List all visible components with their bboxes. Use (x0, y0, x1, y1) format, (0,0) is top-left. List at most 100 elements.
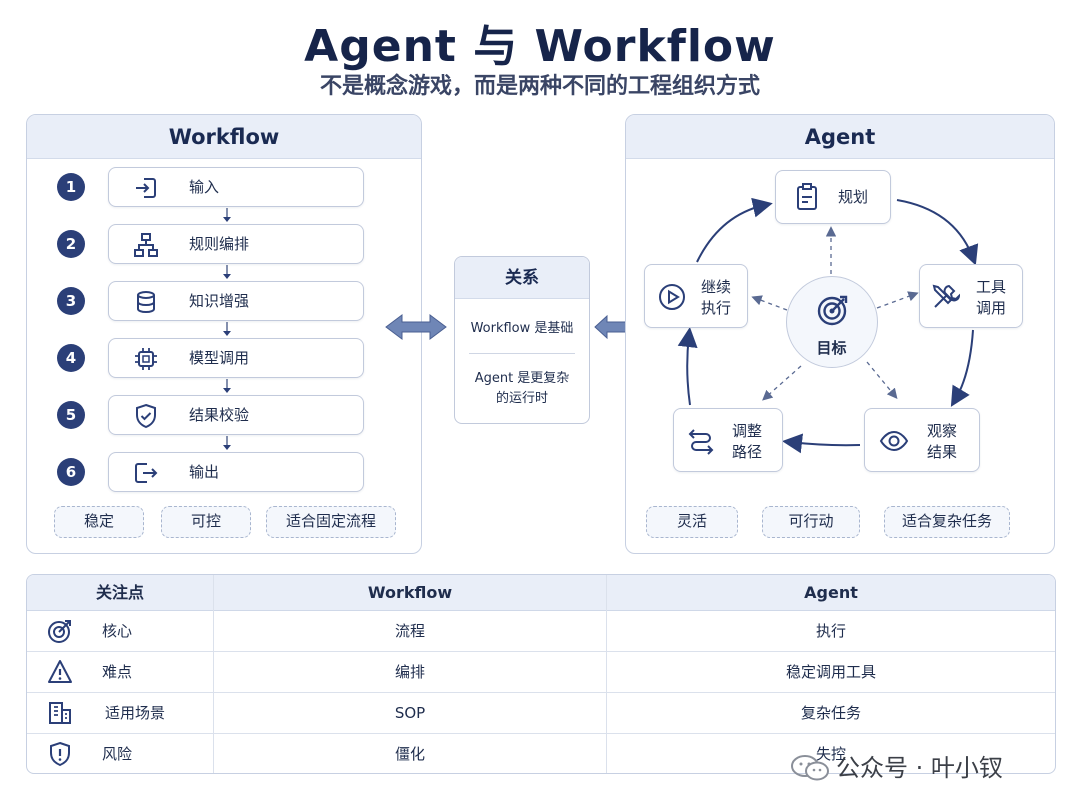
agent-panel-header: Agent (626, 115, 1054, 159)
step-label: 结果校验 (189, 406, 250, 424)
building-icon (49, 702, 71, 724)
relation-header: 关系 (455, 257, 589, 299)
node-label: 工具 (976, 278, 1007, 296)
page-subtitle: 不是概念游戏，而是两种不同的工程组织方式 (319, 74, 760, 99)
eye-icon (879, 430, 909, 452)
relation-line-2: Agent 是更复杂 的运行时 (455, 369, 589, 409)
route-icon (688, 429, 714, 455)
table-cell-focus: 难点 (101, 663, 132, 681)
node-label: 观察 (927, 422, 958, 440)
table-cell-focus: 风险 (101, 745, 132, 763)
node-label: 规划 (838, 188, 869, 206)
table-cell-workflow: 编排 (394, 663, 425, 681)
tools-icon (932, 284, 960, 308)
wechat-logo-icon (791, 755, 829, 781)
shield-check-icon (136, 403, 156, 429)
table-cell-agent: 失控 (815, 745, 846, 763)
step-number: 3 (57, 287, 85, 315)
table-cell-agent: 稳定调用工具 (785, 663, 876, 681)
step-model-call[interactable]: 模型调用 (108, 338, 364, 378)
table-row: 风险 僵化 失控 (27, 734, 1055, 773)
node-label: 路径 (732, 443, 763, 461)
agent-node-observe-result[interactable]: 观察 结果 (864, 408, 980, 472)
warning-icon (48, 660, 72, 683)
workflow-panel-header: Workflow (27, 115, 421, 159)
step-number: 2 (57, 230, 85, 258)
step-rule-orchestration[interactable]: 规则编排 (108, 224, 364, 264)
watermark-text: 公众号 · 叶小钗 (836, 754, 1003, 782)
workflow-tag-fixed-process: 适合固定流程 (266, 506, 396, 538)
agent-goal[interactable]: 目标 (786, 276, 878, 368)
node-label: 调用 (976, 299, 1007, 317)
table-row: 难点 编排 稳定调用工具 (27, 652, 1055, 693)
table-cell-workflow: 流程 (394, 622, 425, 640)
target-icon (817, 295, 848, 326)
step-number: 5 (57, 401, 85, 429)
table-row: 适用场景 SOP 复杂任务 (27, 693, 1055, 734)
agent-tag-actionable: 可行动 (762, 506, 860, 538)
node-label: 调整 (732, 422, 763, 440)
down-arrow-icon (223, 208, 231, 222)
node-label: 继续 (701, 278, 732, 296)
relation-line-1: Workflow 是基础 (470, 321, 574, 336)
agent-node-adjust-path[interactable]: 调整 路径 (673, 408, 783, 472)
table-cell-agent: 执行 (815, 622, 846, 640)
down-arrow-icon (223, 322, 231, 336)
agent-node-plan[interactable]: 规划 (775, 170, 891, 224)
table-header-workflow: Workflow (367, 583, 453, 602)
table-cell-agent: 复杂任务 (800, 704, 861, 722)
node-label: 结果 (927, 443, 958, 461)
step-input[interactable]: 输入 (108, 167, 364, 207)
down-arrow-icon (223, 265, 231, 279)
logout-icon (135, 463, 158, 483)
down-arrow-icon (223, 436, 231, 450)
clipboard-icon (797, 183, 817, 210)
table-header-agent: Agent (804, 583, 858, 602)
step-label: 输出 (189, 463, 220, 481)
database-icon (137, 291, 155, 314)
relation-box: 关系 Workflow 是基础 Agent 是更复杂 的运行时 (454, 256, 590, 424)
step-number: 4 (57, 344, 85, 372)
agent-node-tool-call[interactable]: 工具 调用 (919, 264, 1023, 328)
shield-alert-icon (50, 741, 70, 767)
comparison-table: 关注点 Workflow Agent 核心 流程 执行 难点 编排 稳定调用工具… (26, 574, 1056, 774)
relation-line-2b: 的运行时 (495, 391, 548, 406)
table-header-focus: 关注点 (95, 583, 144, 602)
workflow-tag-controllable: 可控 (161, 506, 251, 538)
table-cell-focus: 适用场景 (104, 704, 165, 722)
step-result-verify[interactable]: 结果校验 (108, 395, 364, 435)
node-label: 执行 (701, 299, 732, 317)
step-label: 模型调用 (189, 349, 250, 367)
workflow-tag-stable: 稳定 (54, 506, 144, 538)
table-cell-workflow: SOP (394, 704, 426, 722)
double-arrow-left-icon (385, 314, 447, 340)
play-icon (659, 284, 685, 310)
step-output[interactable]: 输出 (108, 452, 364, 492)
step-label: 知识增强 (189, 292, 250, 310)
chip-icon (135, 348, 157, 370)
agent-tag-flexible: 灵活 (646, 506, 738, 538)
page-title: Agent 与 Workflow (304, 21, 776, 72)
step-number: 1 (57, 173, 85, 201)
table-divider (606, 575, 607, 773)
table-divider (213, 575, 214, 773)
step-number: 6 (57, 458, 85, 486)
goal-label: 目标 (816, 339, 847, 357)
table-header-row: 关注点 Workflow Agent (27, 575, 1055, 611)
step-knowledge-enhance[interactable]: 知识增强 (108, 281, 364, 321)
relation-divider (469, 353, 575, 354)
agent-tag-complex-task: 适合复杂任务 (884, 506, 1010, 538)
step-label: 规则编排 (189, 235, 250, 253)
relation-line-2a: Agent 是更复杂 (474, 371, 570, 386)
down-arrow-icon (223, 379, 231, 393)
watermark: 公众号 · 叶小钗 (790, 748, 1070, 788)
agent-loop-arrows (677, 197, 979, 454)
agent-node-continue-execute[interactable]: 继续 执行 (644, 264, 748, 328)
target-icon (48, 620, 71, 643)
table-row: 核心 流程 执行 (27, 611, 1055, 652)
table-cell-workflow: 僵化 (394, 745, 425, 763)
step-label: 输入 (189, 178, 220, 196)
login-icon (136, 178, 156, 198)
table-cell-focus: 核心 (101, 622, 132, 640)
hierarchy-icon (134, 233, 158, 257)
